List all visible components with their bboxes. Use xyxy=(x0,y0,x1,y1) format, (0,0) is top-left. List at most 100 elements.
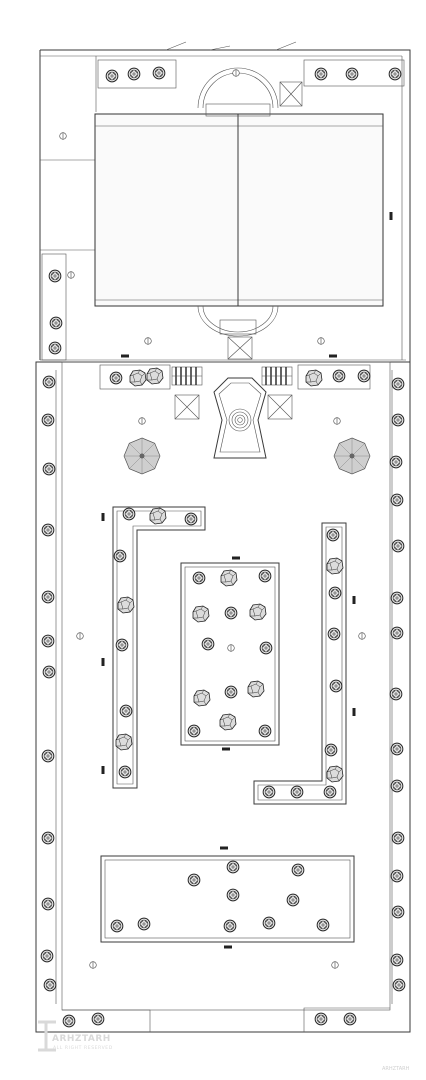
shrub-icon xyxy=(390,591,404,605)
shrub-icon xyxy=(259,641,273,655)
shrub-icon xyxy=(41,590,55,604)
rock-icon xyxy=(193,689,211,707)
lamp-icon xyxy=(317,337,325,345)
shrub-icon xyxy=(223,919,237,933)
site-boundary xyxy=(35,49,411,1033)
rock-icon xyxy=(129,369,147,387)
shrub-icon xyxy=(388,67,402,81)
lamp-icon xyxy=(144,337,152,345)
shrub-icon xyxy=(110,919,124,933)
shrub-icon xyxy=(137,917,151,931)
lamp-icon xyxy=(59,132,67,140)
shrub-icon xyxy=(187,873,201,887)
shrub-icon xyxy=(390,742,404,756)
planter-bottom-right xyxy=(303,1007,390,1032)
building-roof xyxy=(94,67,384,337)
drain-marker xyxy=(101,513,105,521)
shrub-icon xyxy=(391,905,405,919)
lamp-icon xyxy=(138,417,146,425)
shrub-icon xyxy=(389,455,403,469)
lamp-icon xyxy=(67,271,75,279)
shrub-icon xyxy=(49,316,63,330)
shrub-icon xyxy=(326,528,340,542)
shrub-icon xyxy=(328,586,342,600)
rock-icon xyxy=(117,596,135,614)
fountain-icon xyxy=(213,377,267,459)
shrub-icon xyxy=(390,493,404,507)
rock-group xyxy=(115,367,344,783)
shrub-icon xyxy=(258,724,272,738)
rock-icon xyxy=(247,680,265,698)
shrub-icon xyxy=(327,627,341,641)
shrub-icon xyxy=(390,626,404,640)
drain-marker xyxy=(101,658,105,666)
shrub-icon xyxy=(152,66,166,80)
shrub-icon xyxy=(390,953,404,967)
drain-group xyxy=(101,212,393,949)
drain-marker xyxy=(329,354,337,358)
shrub-icon xyxy=(345,67,359,81)
planter-left-entry xyxy=(99,364,171,390)
shrub-icon xyxy=(48,269,62,283)
shrub-icon xyxy=(113,549,127,563)
lamp-icon xyxy=(358,632,366,640)
drain-marker xyxy=(352,596,356,604)
lamp-icon xyxy=(89,961,97,969)
shrub-icon xyxy=(343,1012,357,1026)
rock-icon xyxy=(146,367,164,385)
drain-marker xyxy=(101,766,105,774)
shrub-icon xyxy=(391,377,405,391)
shrub-icon xyxy=(389,687,403,701)
drain-marker xyxy=(352,708,356,716)
shrub-icon xyxy=(357,369,371,383)
drain-marker xyxy=(389,212,393,220)
shrub-icon xyxy=(41,831,55,845)
rock-icon xyxy=(192,605,210,623)
shrub-icon xyxy=(40,949,54,963)
lamp-icon xyxy=(76,632,84,640)
shrub-icon xyxy=(62,1014,76,1028)
shrub-icon xyxy=(41,634,55,648)
shrub-icon xyxy=(187,724,201,738)
lamp-icon xyxy=(333,417,341,425)
shrub-icon xyxy=(127,67,141,81)
shrub-icon xyxy=(329,679,343,693)
shrub-icon xyxy=(115,638,129,652)
shrub-icon xyxy=(91,1012,105,1026)
shrub-icon xyxy=(42,462,56,476)
rock-icon xyxy=(326,557,344,575)
rock-icon xyxy=(149,507,167,525)
shrub-icon xyxy=(48,341,62,355)
stair-boxes xyxy=(174,336,293,420)
planter-center xyxy=(180,562,280,746)
shrub-icon xyxy=(332,369,346,383)
shrub-icon xyxy=(184,512,198,526)
shrub-icon xyxy=(291,863,305,877)
shrub-icon xyxy=(323,785,337,799)
drain-marker xyxy=(121,354,129,358)
watermark-tagline: ALL RIGHT RESERVED xyxy=(53,1045,113,1051)
rock-icon xyxy=(326,765,344,783)
drain-marker xyxy=(232,556,240,560)
rock-icon xyxy=(220,569,238,587)
shrub-icon xyxy=(42,375,56,389)
lamp-icon xyxy=(227,644,235,652)
planter-l-left xyxy=(112,506,206,789)
shrub-icon xyxy=(226,860,240,874)
shrub-icon xyxy=(109,371,123,385)
lamp-icon xyxy=(232,69,240,77)
rock-icon xyxy=(219,713,237,731)
shrub-icon xyxy=(392,978,406,992)
watermark-logo: ARHZTARH ALL RIGHT RESERVED xyxy=(38,1020,113,1052)
rock-icon xyxy=(115,733,133,751)
shrub-icon xyxy=(290,785,304,799)
rock-icon xyxy=(249,603,267,621)
shrub-icon xyxy=(41,413,55,427)
watermark-corner: ARHZTARH xyxy=(382,1066,410,1072)
shrub-icon xyxy=(316,918,330,932)
shrub-icon xyxy=(41,523,55,537)
shrub-icon xyxy=(314,1012,328,1026)
shrub-icon xyxy=(390,779,404,793)
shrub-icon xyxy=(314,67,328,81)
